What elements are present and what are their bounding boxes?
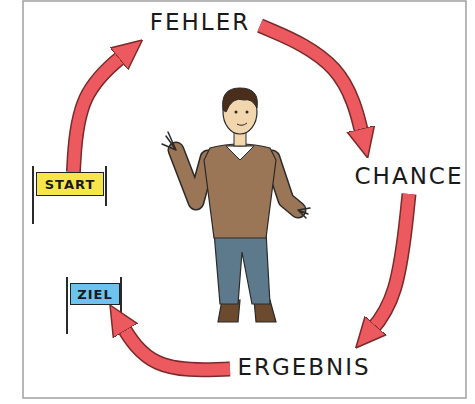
node-text: START: [45, 177, 96, 192]
man-figure: [162, 88, 310, 322]
shirt-collar: [226, 146, 254, 160]
picture-frame: [23, 1, 466, 398]
cycle-arrow: [366, 194, 409, 336]
arrow-body: [366, 194, 409, 336]
label-word: FEHLER: [140, 4, 260, 40]
arrow-outline: [260, 26, 364, 143]
arm: [272, 158, 298, 210]
hand: [162, 132, 176, 150]
start-flag: START: [36, 172, 104, 196]
mouth: [237, 123, 247, 125]
goal-flag: ZIEL: [70, 283, 120, 305]
eye: [246, 111, 249, 114]
arm-outline: [176, 150, 208, 202]
node-text: ERGEBNIS: [237, 354, 370, 380]
node-text: FEHLER: [150, 9, 250, 35]
arrow-body: [260, 26, 364, 143]
trousers: [214, 232, 270, 304]
cycle-arrow: [118, 319, 230, 370]
arm-outline: [272, 158, 298, 210]
label-word: ERGEBNIS: [230, 348, 378, 386]
arm: [176, 150, 208, 202]
arrow-body: [73, 50, 130, 172]
hair: [223, 88, 258, 112]
arrow-outline: [118, 319, 230, 370]
flag-pole: [120, 277, 122, 320]
node-text: ZIEL: [77, 287, 112, 302]
flag-pole: [105, 166, 107, 206]
arrow-outline: [73, 50, 130, 172]
flag-pole: [66, 277, 68, 334]
connector-layer: [73, 26, 409, 370]
hand: [298, 208, 310, 218]
flag-pole: [32, 166, 34, 224]
arrow-outline: [366, 194, 409, 336]
arrow-body: [118, 319, 230, 370]
cycle-arrow: [260, 26, 364, 143]
eye: [235, 111, 238, 114]
node-text: CHANCE: [355, 163, 464, 189]
cycle-arrow: [73, 50, 130, 172]
label-word: CHANCE: [350, 158, 468, 194]
sweater: [204, 144, 276, 238]
